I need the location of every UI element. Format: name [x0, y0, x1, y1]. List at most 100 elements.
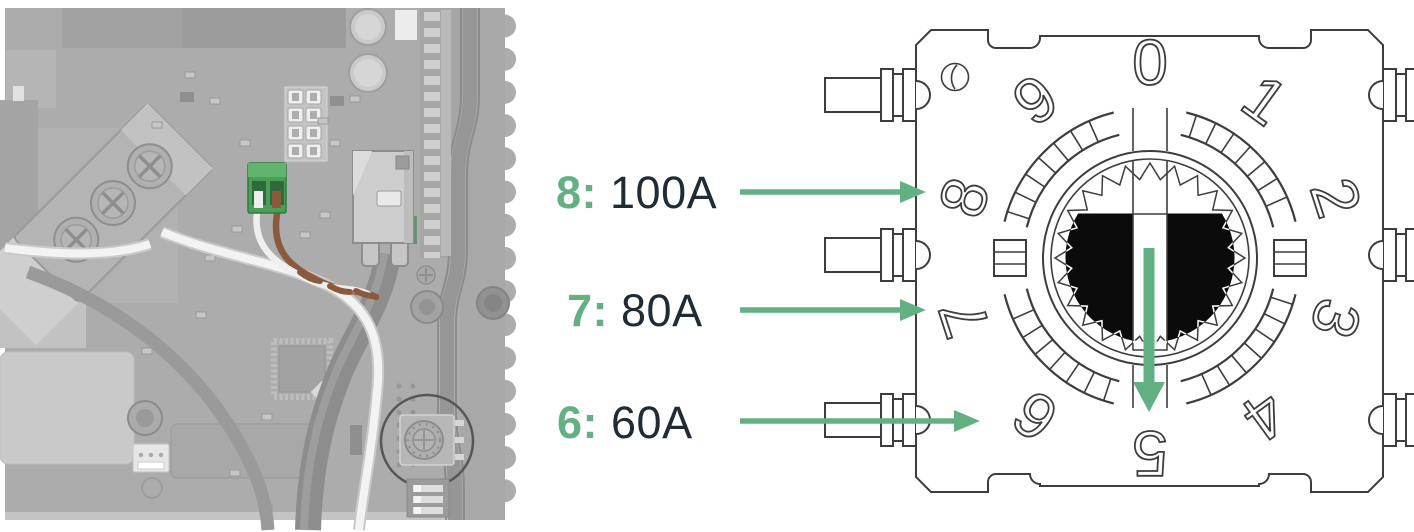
switch-pin-left: [824, 228, 917, 282]
smd-part: [299, 231, 311, 239]
twisted-signal-pair: [253, 209, 380, 301]
ring-arc: [1186, 294, 1297, 405]
ring-tick: [1034, 338, 1054, 356]
terminal-plate: [0, 237, 79, 346]
pcb-green-edge: [412, 216, 417, 244]
smd-part: [195, 311, 207, 319]
gasket-screw-center: [484, 294, 502, 312]
ring-tick: [1012, 308, 1035, 320]
ring-tick: [1037, 157, 1057, 174]
smd-part: [231, 225, 243, 233]
connector-facet: [353, 151, 372, 196]
ring-tick: [1007, 210, 1030, 220]
switch-pin-right: [1382, 228, 1414, 282]
ring-arc: [1025, 288, 1120, 383]
smd-part: [261, 413, 273, 421]
ring-tick: [1254, 328, 1275, 343]
dial-channels: [1132, 108, 1168, 408]
smd-part: [151, 121, 163, 129]
cross-screw: [416, 265, 436, 285]
pin-header: [395, 10, 451, 258]
ring-tick: [1065, 362, 1080, 383]
smd-chip: [330, 96, 344, 106]
connector-hole: [395, 155, 410, 170]
metal-connector: [352, 150, 417, 267]
setting-amps: 100A: [610, 167, 718, 218]
arrow-to-8: [740, 181, 926, 203]
ring-tick: [1270, 296, 1293, 306]
mounting-hole: [141, 477, 163, 499]
component-bar: [350, 425, 362, 455]
ring-tick: [1265, 196, 1288, 208]
torx-screw: [410, 290, 444, 324]
index-marker: [940, 62, 970, 92]
ring-tick: [1220, 133, 1235, 154]
white-bar: [395, 10, 417, 40]
ring-tick: [1246, 160, 1266, 178]
rotary-switch-diagram: 0 1 2 3 4 5 6 7 8 9: [740, 26, 1414, 493]
ring-tick: [1263, 312, 1286, 325]
torx-screw: [127, 400, 163, 436]
ring-arc: [1180, 133, 1275, 228]
ring-arc: [1003, 294, 1114, 405]
smd-part: [317, 117, 329, 125]
gasket-line: [455, 8, 480, 520]
smd-part: [239, 139, 251, 147]
smd-part: [229, 469, 241, 477]
ring-tick: [1052, 142, 1070, 162]
capacitor-top: [355, 14, 381, 40]
wire-end-brown: [272, 191, 281, 208]
qfp-body: [278, 345, 326, 393]
ring-arc: [1180, 288, 1275, 383]
ring-tick: [1200, 373, 1212, 396]
ring-tick: [1049, 351, 1066, 371]
selector-arrow: [1133, 248, 1165, 412]
switch-pin-right: [1382, 68, 1414, 122]
smd-part: [209, 97, 221, 105]
setting-amps: 60A: [611, 397, 693, 448]
lower-left-plate: [0, 351, 135, 465]
gray-cable-secondary: [25, 265, 275, 531]
ring-tick: [1014, 191, 1037, 204]
smd-chip: [180, 92, 194, 102]
label-arrows: [740, 181, 980, 432]
smd-part: [141, 347, 153, 355]
pcb-rotary-switch: [399, 414, 464, 466]
dial-digit-0: 0: [1132, 27, 1168, 99]
gasket-channel: [437, 8, 510, 520]
dial-side-tabs: [993, 239, 1307, 277]
smd-part: [204, 254, 216, 262]
switch-pin-left: [824, 68, 917, 122]
edge-tab: [13, 86, 24, 101]
wire-end-white: [254, 191, 263, 208]
ring-tick: [1216, 365, 1231, 386]
ring-tick: [1025, 173, 1046, 188]
setting-amps: 80A: [621, 285, 703, 336]
arrow-to-7: [740, 299, 926, 321]
ring-tick: [1088, 120, 1100, 143]
pcb-illustration: [0, 8, 516, 531]
ring-tick: [1188, 115, 1198, 138]
ring-tick: [1243, 342, 1263, 359]
white-wires: [4, 226, 385, 531]
dial-digit-5: 5: [1132, 417, 1168, 489]
ring-tick: [1230, 354, 1248, 374]
top-module-face: [62, 8, 182, 48]
dip-switch: [406, 478, 450, 518]
switch-pin-right: [1382, 393, 1414, 447]
ring-tick: [1102, 378, 1112, 401]
connector-shade: [404, 151, 413, 243]
dial-ring: [1003, 111, 1297, 405]
current-setting-label-6: 6:60A: [557, 400, 693, 446]
ring-tick: [1069, 130, 1084, 151]
setting-position: 6:: [557, 397, 599, 448]
green-connector: [247, 162, 287, 214]
ring-tick: [1257, 177, 1278, 192]
setting-position: 7:: [567, 285, 609, 336]
smd-part: [349, 95, 361, 103]
arrow-to-6: [740, 410, 980, 432]
three-pin-connector: [132, 443, 170, 473]
ring-arc: [1025, 133, 1120, 228]
ring-tick: [1083, 371, 1096, 394]
